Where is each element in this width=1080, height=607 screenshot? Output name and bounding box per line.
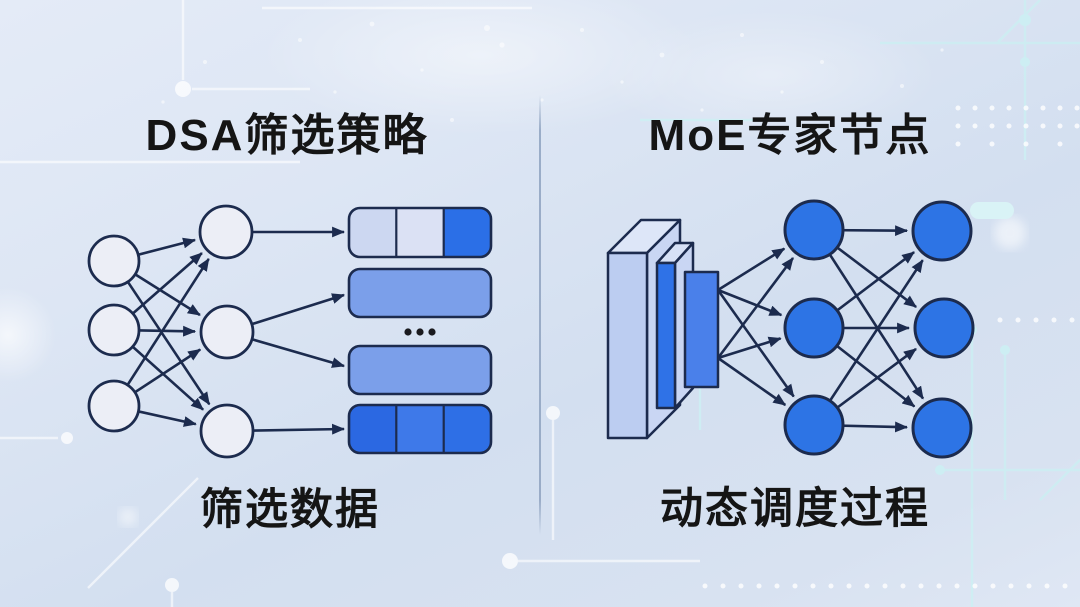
moe-routing-network: [606, 199, 975, 459]
expert-nodes: [783, 199, 845, 456]
expert-node: [783, 297, 845, 359]
right-panel-title: MoE专家节点: [648, 111, 932, 160]
circuit-traces-left: [0, 0, 700, 607]
layer-slabs: [606, 218, 720, 440]
circuit-traces-right: [640, 0, 1080, 607]
output-node: [913, 297, 975, 359]
panel-divider: [539, 95, 541, 535]
left-panel-title: DSA筛选策略: [145, 111, 429, 160]
data-row-solid: [347, 344, 493, 396]
ellipsis-dots: [404, 328, 436, 336]
input-node: [87, 234, 141, 288]
left-panel-caption: 筛选数据: [200, 486, 380, 534]
right-panel-caption: 动态调度过程: [660, 485, 930, 533]
expert-node: [783, 394, 845, 456]
dust-dots: [161, 21, 944, 124]
glow-dot: [119, 508, 137, 526]
layer-slab-front: [683, 270, 720, 389]
selector-node: [198, 204, 254, 260]
data-row-solid: [347, 267, 493, 319]
glow-blob: [0, 287, 56, 383]
output-node: [911, 397, 973, 459]
dsa-selection-network: [87, 204, 493, 459]
dot-grid: [702, 105, 1080, 589]
input-nodes: [87, 234, 141, 433]
selector-node: [199, 304, 255, 360]
output-node: [911, 200, 973, 262]
data-row-highlight: [347, 403, 493, 455]
capsule-chip: [970, 202, 1014, 219]
input-node: [87, 303, 141, 357]
selector-nodes: [198, 204, 255, 459]
circuit-nodes-left: [61, 81, 560, 592]
glow-dot: [994, 217, 1026, 249]
input-node: [87, 379, 141, 433]
selector-node: [199, 403, 255, 459]
expert-node: [783, 199, 845, 261]
glow-blob: [600, 10, 940, 140]
output-nodes: [911, 200, 975, 459]
slab-to-expert-edges: [716, 247, 795, 407]
glow-blob: [260, 0, 700, 135]
data-row-mixed: [347, 206, 493, 259]
